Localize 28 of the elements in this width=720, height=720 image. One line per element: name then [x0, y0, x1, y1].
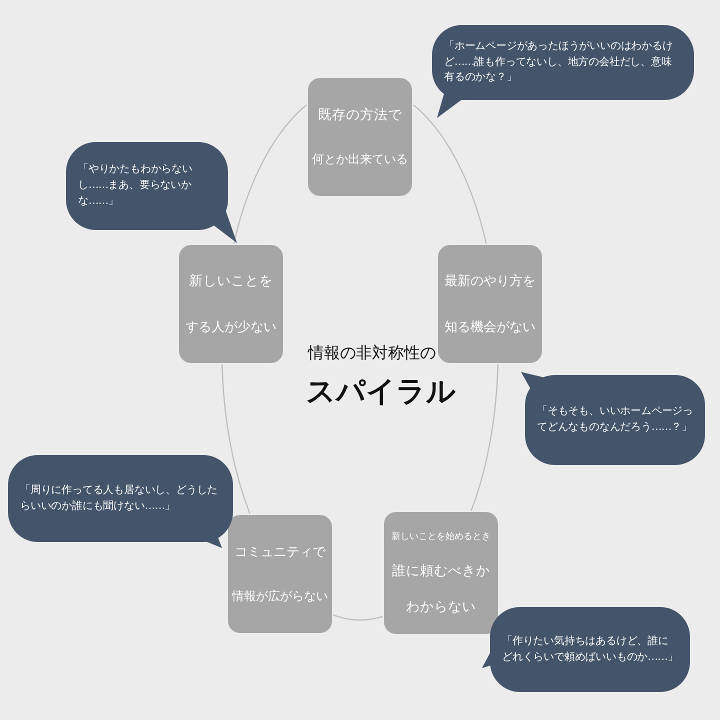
cycle-arc: [470, 364, 498, 511]
rounded-box: [438, 245, 542, 363]
box-text: わからない: [406, 598, 476, 616]
box-text: する人が少ない: [186, 318, 276, 336]
box-text: 新しいことを始めるとき: [392, 530, 490, 544]
box-text: コミュニティで: [234, 544, 326, 561]
box-text: 既存の方法で: [318, 106, 402, 124]
rounded-box: [308, 78, 412, 196]
box-text: 誰に頼むべきか: [392, 562, 490, 580]
title-text: スパイラル: [306, 373, 456, 410]
bubble-text: 「作りたい気持ちはあるけど、誰にどれくらいで頼めばいいものか……」: [502, 634, 678, 664]
rounded-box: [384, 512, 498, 634]
cycle-arc: [233, 104, 307, 244]
cycle-arc: [332, 614, 384, 621]
cycle-arc: [413, 104, 487, 244]
box-text: 新しいことを: [189, 272, 273, 290]
cycle-arc: [222, 364, 250, 514]
bubble-text: 「そもそも、いいホームページってどんなものなんだろう……？」: [537, 404, 693, 435]
box-text: 情報が広がらない: [232, 588, 328, 606]
rounded-box: [179, 245, 283, 363]
box-text: 何とか出来ている: [312, 151, 408, 168]
bubble-text: 「周りに作ってる人も居ないし、どうしたらいいのか誰にも聞けない……」: [20, 482, 219, 514]
box-text: 知る機会がない: [444, 318, 536, 336]
box-text: 最新のやり方を: [444, 273, 536, 290]
bubble-text: 「ホームページがあったほうがいいのはわかるけど……誰も作ってないし、地方の会社だし、意味有るのかな？」: [444, 38, 674, 86]
bubble-text: 「やりかたもわからないし……まあ、要らないかな……」: [78, 162, 194, 209]
title-text: 情報の非対称性の: [308, 343, 436, 364]
rounded-box: [228, 515, 332, 633]
